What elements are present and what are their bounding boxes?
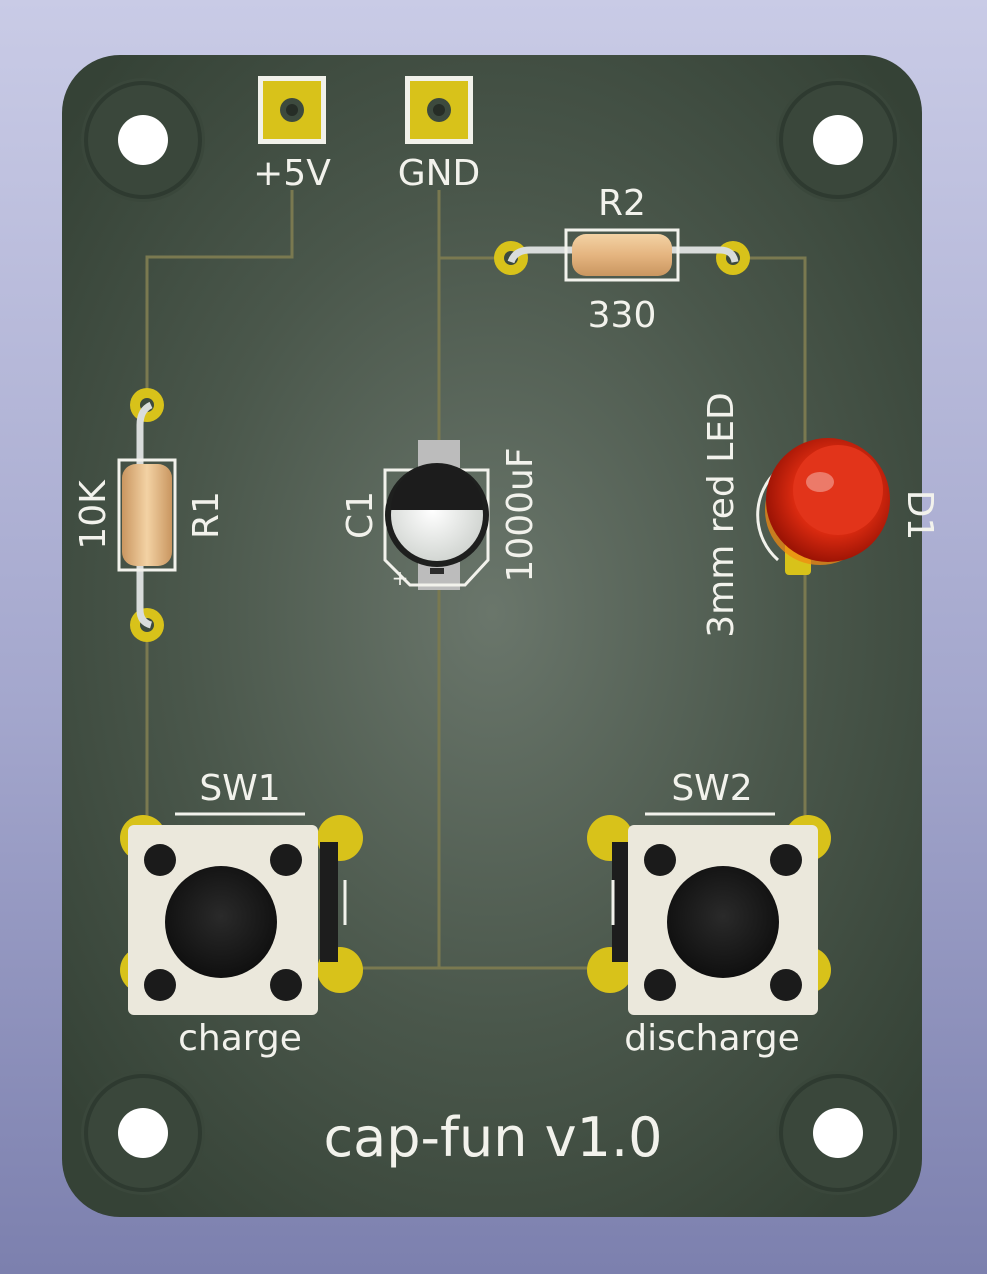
connector-vcc[interactable] xyxy=(258,76,326,144)
sw1-label: charge xyxy=(178,1018,302,1059)
vcc-label: +5V xyxy=(253,153,331,194)
connector-gnd[interactable] xyxy=(405,76,473,144)
c1-polarity-mark: + xyxy=(392,566,409,590)
d1-ref: D1 xyxy=(899,490,940,541)
resistor-icon xyxy=(122,464,172,566)
switch-sw1[interactable] xyxy=(120,815,363,1015)
mounting-hole-icon xyxy=(776,1071,900,1195)
r2-value: 330 xyxy=(588,295,657,336)
c1-ref: C1 xyxy=(340,491,381,539)
mounting-hole-icon xyxy=(81,78,205,202)
board-title: cap-fun v1.0 xyxy=(323,1106,662,1169)
r1-ref: R1 xyxy=(186,491,227,539)
mounting-hole-icon xyxy=(776,78,900,202)
sw1-ref: SW1 xyxy=(199,768,280,809)
led-d1[interactable] xyxy=(756,438,890,575)
trace-r2-led xyxy=(733,256,807,470)
r1-value: 10K xyxy=(73,479,114,550)
capacitor-c1[interactable] xyxy=(383,440,490,590)
resistor-icon xyxy=(572,234,672,276)
sw2-ref: SW2 xyxy=(671,768,752,809)
resistor-r1[interactable] xyxy=(117,388,177,642)
gnd-label: GND xyxy=(398,153,481,194)
r2-ref: R2 xyxy=(598,183,646,224)
trace-vcc-r1 xyxy=(145,190,294,402)
resistor-r2[interactable] xyxy=(494,228,750,282)
mounting-hole-icon xyxy=(81,1071,205,1195)
switch-sw2[interactable] xyxy=(587,815,831,1015)
copper-traces xyxy=(145,190,807,970)
sw2-label: discharge xyxy=(624,1018,799,1059)
c1-value: 1000uF xyxy=(500,447,541,582)
d1-value: 3mm red LED xyxy=(701,392,742,637)
mounting-holes xyxy=(81,78,900,1195)
